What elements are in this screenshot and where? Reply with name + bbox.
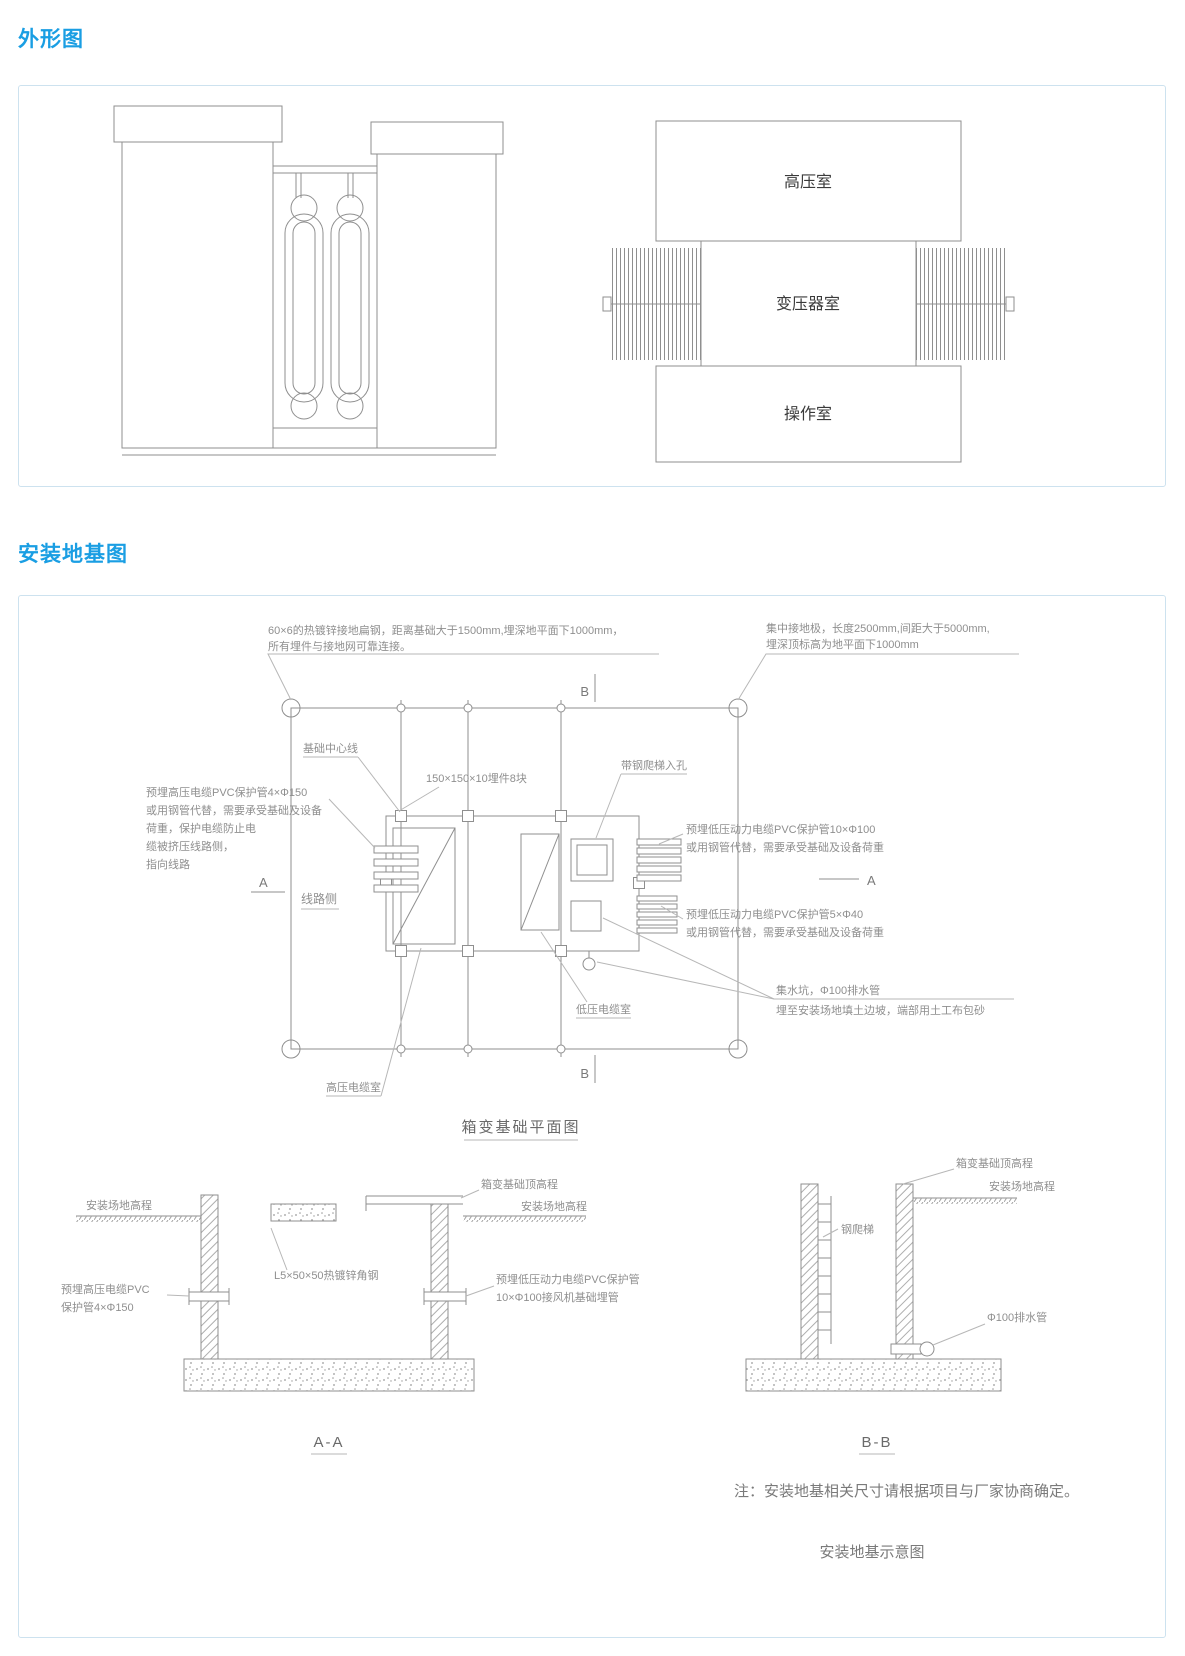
- ladder-manhole: [570, 838, 614, 882]
- label-hv-cable-room: 高压电缆室: [326, 1080, 381, 1094]
- foundation-panel: 60×6的热镀锌接地扁钢，距离基础大于1500mm,埋深地平面下1000mm， …: [18, 595, 1166, 1638]
- aa-cover-slab: [270, 1203, 337, 1222]
- bb-drain-pipe: [890, 1343, 922, 1355]
- grounding-grid-square: [290, 707, 739, 1050]
- aa-base-slab: [183, 1358, 475, 1392]
- annotation-sump-1: 集水坑，Φ100排水管: [776, 983, 880, 997]
- annotation-lv40-2: 或用钢管代替，需要承受基础及设备荷重: [686, 925, 884, 939]
- section-mark-a-right: A: [867, 873, 876, 888]
- radiator-loop-1: [284, 213, 324, 403]
- annotation-hv-pvc-3: 荷重，保护电缆防止电: [146, 821, 256, 835]
- annotation-hv-pvc-2: 或用钢管代替，需要承受基础及设备: [146, 803, 322, 817]
- ground-electrode-corner: [281, 1039, 301, 1059]
- foundation-plan-geometry: [251, 674, 859, 1083]
- plan-leader-lines: [267, 653, 1019, 1141]
- bb-left-wall: [800, 1183, 819, 1360]
- aa-label-site-elev-left: 安装场地高程: [86, 1198, 152, 1212]
- bb-base-slab: [745, 1358, 1002, 1392]
- lv-pvc-ducts-100: [636, 838, 682, 882]
- drain-pipe-outlet: [582, 957, 596, 971]
- label-lv-cable-room: 低压电缆室: [576, 1002, 631, 1016]
- right-cabinet-body: [376, 153, 497, 449]
- radiator-pipe-top-right: [336, 194, 364, 222]
- radiator-pipe-bottom-left: [290, 392, 318, 420]
- annotation-lv40-1: 预埋低压动力电缆PVC保护管5×Φ40: [686, 907, 863, 921]
- annotation-lv100-2: 或用钢管代替，需要承受基础及设备荷重: [686, 840, 884, 854]
- section-aa-view: 安装场地高程 箱变基础顶高程 安装场地高程 预埋高压电缆PVC 保护管4×Φ15…: [61, 1177, 640, 1455]
- aa-label-top-elev: 箱变基础顶高程: [481, 1177, 558, 1191]
- annotation-hv-pvc-4: 缆被挤压线路侧，: [146, 839, 234, 853]
- bb-drain-outlet: [919, 1341, 935, 1357]
- bb-steel-ladder: [818, 1196, 832, 1344]
- ground-hatch-right: [463, 1216, 586, 1222]
- aa-left-wall: [200, 1194, 219, 1360]
- bb-right-wall: [895, 1183, 914, 1360]
- section-mark-a-left: A: [259, 875, 268, 890]
- ground-hatch-left: [76, 1216, 201, 1222]
- radiator-loop-2: [330, 213, 370, 403]
- bb-leader-lines: [822, 1168, 986, 1455]
- left-cabinet-body: [121, 141, 274, 449]
- bb-label-ladder: 钢爬梯: [841, 1223, 874, 1236]
- annotation-electrode-1: 集中接地极，长度2500mm,间距大于5000mm,: [766, 621, 990, 635]
- outline-panel: 高压室 变压器室 操作室: [18, 85, 1166, 487]
- right-cabinet-cap: [370, 121, 504, 155]
- bb-label-top-elev: 箱变基础顶高程: [956, 1156, 1033, 1170]
- room-label-transformer: 变压器室: [776, 295, 840, 313]
- transformer-front-view: [113, 105, 504, 456]
- annotation-sump-2: 埋至安装场地填土边坡，端部用土工布包砂: [776, 1003, 985, 1017]
- embedded-plates: [380, 810, 645, 957]
- section-mark-b-bottom: B: [580, 1066, 589, 1081]
- transformer-base: [272, 427, 378, 449]
- annotation-center-line: 基础中心线: [303, 741, 358, 755]
- aa-annotation-lv-pvc-2: 10×Φ100接风机基础埋管: [496, 1290, 619, 1304]
- lv-cable-room-pit: [520, 833, 560, 931]
- annotation-embed-parts: 150×150×10埋件8块: [426, 772, 527, 785]
- annotation-ground-strip-2: 所有埋件与接地网可靠连接。: [268, 639, 411, 653]
- aa-right-wall: [430, 1203, 449, 1360]
- left-cabinet-cap: [113, 105, 283, 143]
- room-label-operation: 操作室: [784, 405, 832, 423]
- lv-pvc-ducts-40: [636, 895, 678, 934]
- plan-annotations: 60×6的热镀锌接地扁钢，距离基础大于1500mm,埋深地平面下1000mm， …: [146, 621, 990, 1136]
- plan-title: 箱变基础平面图: [461, 1119, 580, 1136]
- aa-leader-lines: [166, 1189, 495, 1455]
- annotation-ground-strip-1: 60×6的热镀锌接地扁钢，距离基础大于1500mm,埋深地平面下1000mm，: [268, 623, 623, 637]
- annotation-ladder-hole: 带钢爬梯入孔: [621, 759, 687, 772]
- annotation-lv100-1: 预埋低压动力电缆PVC保护管10×Φ100: [686, 822, 875, 836]
- bb-label-drain: Φ100排水管: [987, 1310, 1047, 1324]
- section-title-outline: 外形图: [18, 28, 84, 51]
- bb-title: B-B: [861, 1434, 892, 1451]
- transformer-plan-view: 高压室 变压器室 操作室: [602, 120, 1015, 463]
- aa-hv-duct: [188, 1291, 230, 1302]
- aa-label-site-elev-right: 安装场地高程: [521, 1199, 587, 1213]
- radiator-pipe-top-left: [290, 194, 318, 222]
- room-label-hv: 高压室: [784, 173, 832, 191]
- label-line-side: 线路侧: [301, 891, 337, 906]
- ground-electrode-corner: [728, 698, 748, 718]
- annotation-electrode-2: 埋深顶标高为地平面下1000mm: [766, 637, 919, 651]
- aa-title: A-A: [313, 1434, 344, 1451]
- annotation-hv-pvc-1: 预埋高压电缆PVC保护管4×Φ150: [146, 785, 307, 799]
- bb-ground-hatch: [913, 1198, 1017, 1204]
- outline-drawing-svg: 高压室 变压器室 操作室: [113, 105, 1015, 463]
- aa-annotation-lv-pvc-1: 预埋低压动力电缆PVC保护管: [496, 1272, 640, 1286]
- bb-label-site-elev: 安装场地高程: [989, 1179, 1055, 1193]
- sump-pit: [570, 900, 602, 932]
- room-operation-box: [655, 365, 962, 463]
- radiator-pipe-bottom-right: [336, 392, 364, 420]
- aa-annotation-hv-pvc-1: 预埋高压电缆PVC: [61, 1282, 150, 1296]
- aa-lv-duct: [423, 1291, 467, 1302]
- foundation-caption: 安装地基示意图: [819, 1543, 924, 1561]
- hv-pvc-ducts: [373, 845, 419, 893]
- section-mark-b-top: B: [580, 684, 589, 699]
- foundation-note: 注：安装地基相关尺寸请根据项目与厂家协商确定。: [734, 1483, 1079, 1500]
- aa-annotation-hv-pvc-2: 保护管4×Φ150: [61, 1300, 134, 1314]
- aa-annotation-angle-steel: L5×50×50热镀锌角钢: [274, 1268, 379, 1282]
- annotation-hv-pvc-5: 指向线路: [146, 857, 190, 871]
- section-bb-view: 箱变基础顶高程 安装场地高程 钢爬梯 Φ100排水管 B-B: [745, 1156, 1055, 1455]
- foundation-drawing-svg: 60×6的热镀锌接地扁钢，距离基础大于1500mm,埋深地平面下1000mm， …: [61, 621, 1079, 1561]
- section-title-foundation: 安装地基图: [18, 543, 128, 566]
- ground-electrode-corner: [728, 1039, 748, 1059]
